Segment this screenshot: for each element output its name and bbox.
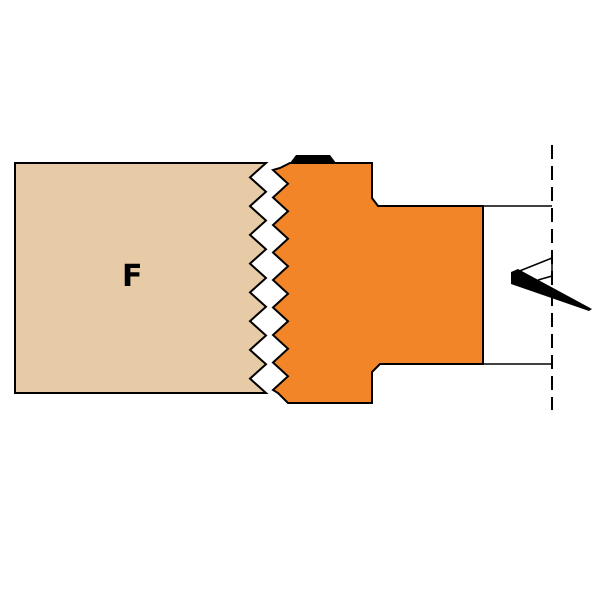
cutter-profile xyxy=(271,162,484,404)
workpiece-label: F xyxy=(122,259,143,294)
workpiece-block xyxy=(14,162,269,394)
cutter-top-cap xyxy=(290,155,336,163)
cutting-knife-outline xyxy=(511,256,553,281)
cutting-knife-icon xyxy=(511,269,592,311)
